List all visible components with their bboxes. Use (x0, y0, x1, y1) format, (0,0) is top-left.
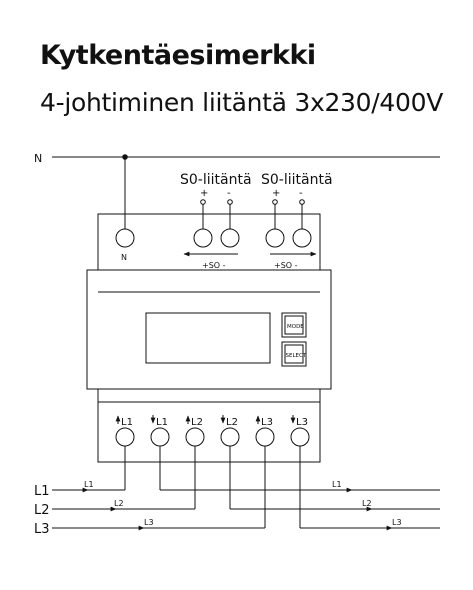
incoming-current-label: L2 (114, 499, 124, 508)
neutral-terminal (115, 228, 135, 248)
meter-display (145, 312, 271, 364)
mode-button[interactable] (281, 312, 307, 338)
phase-terminal (185, 427, 205, 447)
phase-terminals: L1 L1 L2 L2 L3 L3 (115, 415, 310, 447)
phase-terminal (150, 427, 170, 447)
phase-terminal (115, 427, 135, 447)
select-button-label: SELECT (286, 353, 307, 359)
select-button-inner (284, 344, 304, 364)
so2-plus-terminal (265, 228, 285, 248)
phase-line-label: L1 (34, 484, 50, 499)
select-button[interactable] (281, 341, 307, 367)
so-group-2-minus: - (299, 188, 303, 199)
so2-minus-terminal (292, 228, 312, 248)
so-group-1-plus: + (200, 188, 208, 199)
page-title: Kytkentäesimerkki (40, 40, 316, 71)
outgoing-current-label: L2 (362, 499, 372, 508)
mode-button-label: MODE (287, 324, 304, 330)
so2-marking: +SO - (274, 261, 298, 270)
so1-marking: +SO - (202, 261, 226, 270)
phase-line-label: L2 (34, 503, 50, 518)
so-group-2-plus: + (272, 188, 280, 199)
so-group-2-label: S0-liitäntä (261, 172, 333, 188)
phase-terminal-label: L1 (121, 417, 133, 428)
phase-terminal-label: L3 (261, 417, 273, 428)
outgoing-current-label: L1 (332, 480, 342, 489)
phase-terminal (255, 427, 275, 447)
incoming-current-label: L3 (144, 518, 154, 527)
phase-terminal (290, 427, 310, 447)
phase-line-label: L3 (34, 522, 50, 537)
so-wires (200, 199, 305, 229)
neutral-terminal-label: N (121, 253, 127, 262)
incoming-current-label: L1 (84, 480, 94, 489)
page-subtitle: 4-johtiminen liitäntä 3x230/400V (40, 88, 444, 117)
so1-plus-terminal (193, 228, 213, 248)
phase-terminal (220, 427, 240, 447)
phase-terminal-label: L1 (156, 417, 168, 428)
so1-minus-terminal (220, 228, 240, 248)
mode-button-inner (284, 315, 304, 335)
so-group-1-minus: - (227, 188, 231, 199)
phase-terminal-label: L2 (191, 417, 203, 428)
neutral-line-label: N (34, 152, 42, 165)
phase-terminal-label: L3 (296, 417, 308, 428)
outgoing-current-label: L3 (392, 518, 402, 527)
so-group-1-label: S0-liitäntä (180, 172, 252, 188)
phase-terminal-label: L2 (226, 417, 238, 428)
